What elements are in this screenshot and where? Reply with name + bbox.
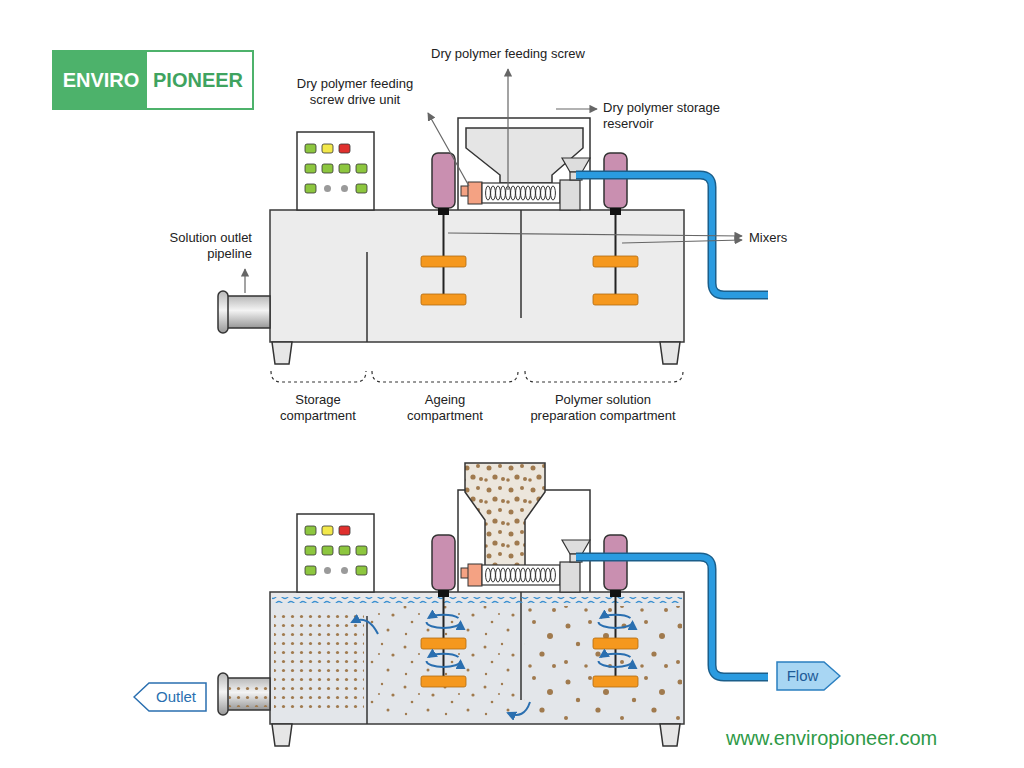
node-text: Outlet bbox=[133, 682, 207, 712]
divider bbox=[366, 252, 368, 342]
tank bbox=[270, 592, 684, 724]
arrow-shape bbox=[134, 683, 206, 711]
machine-parts bbox=[218, 514, 768, 746]
unit-bottom bbox=[218, 463, 768, 746]
compartment-label: Storage compartment bbox=[272, 392, 364, 424]
brackets bbox=[271, 371, 683, 382]
water-surface bbox=[272, 597, 682, 603]
hopper bbox=[465, 463, 545, 566]
hopper bbox=[466, 128, 583, 183]
swirl-arrows bbox=[352, 615, 633, 715]
arrow-shape bbox=[777, 662, 840, 690]
part-label: Solution outlet pipeline bbox=[148, 230, 252, 262]
flow-arrow: Flow bbox=[776, 661, 841, 691]
polymer-dots bbox=[524, 606, 682, 720]
divider bbox=[366, 616, 368, 724]
node-text: PIONEER bbox=[147, 52, 252, 108]
polymer-dots bbox=[274, 612, 364, 708]
part-label: Dry polymer feeding screw bbox=[431, 46, 585, 62]
node-text: Flow bbox=[776, 661, 841, 691]
solution bbox=[271, 601, 683, 723]
divider bbox=[520, 592, 522, 700]
outlet-arrow: Outlet bbox=[133, 682, 207, 712]
tank bbox=[270, 210, 684, 342]
website-url: www.enviropioneer.com bbox=[726, 726, 937, 750]
part-label: Mixers bbox=[749, 230, 787, 246]
part-label: Dry polymer feeding screw drive unit bbox=[290, 76, 420, 108]
compartment-label: Polymer solution preparation compartment bbox=[528, 392, 678, 424]
logo-box: ENVIRO bbox=[52, 50, 147, 110]
polymer-dots bbox=[229, 681, 269, 707]
unit-top bbox=[218, 69, 768, 382]
leader-lines bbox=[245, 69, 742, 293]
machine-parts bbox=[218, 132, 768, 364]
compartment-label: Ageing compartment bbox=[399, 392, 491, 424]
part-label: Dry polymer storage reservoir bbox=[603, 100, 721, 132]
node-text: ENVIRO bbox=[54, 52, 145, 108]
divider bbox=[520, 210, 522, 318]
logo-box: PIONEER bbox=[145, 50, 254, 110]
